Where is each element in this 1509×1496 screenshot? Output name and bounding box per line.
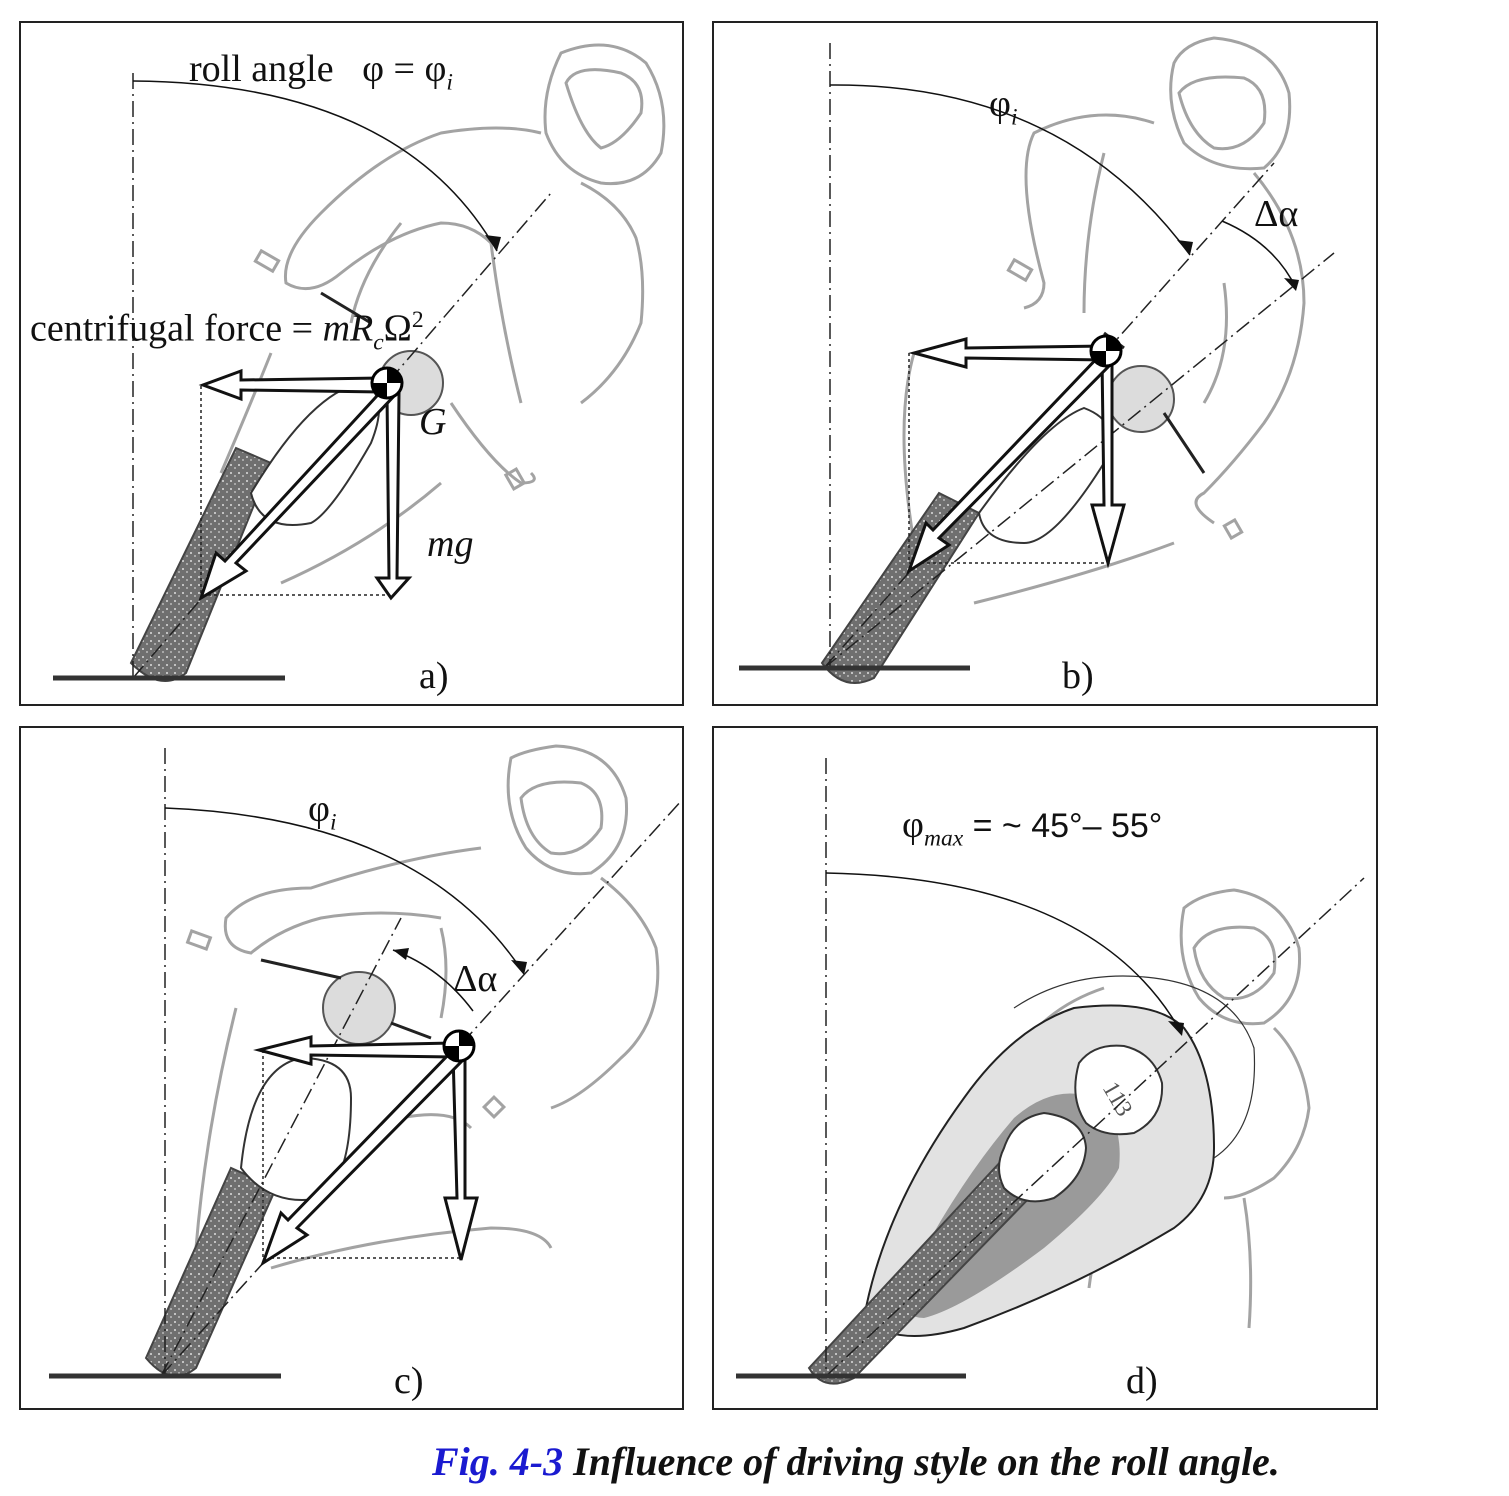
phi-symbol: φ (989, 83, 1011, 125)
g-label: G (419, 401, 447, 443)
phi-max-label: φmax = ~ 45°– 55° (902, 806, 1162, 851)
phi-subscript: i (1010, 104, 1018, 131)
panel-c-tag: c) (394, 1360, 424, 1402)
panel-b-tag: b) (1062, 655, 1094, 697)
centrifugal-force-label: centrifugal force = mRcΩ2 (30, 307, 424, 356)
panel-c-drawing (49, 744, 682, 1379)
centrifugal-superscript: 2 (411, 307, 424, 333)
centrifugal-mass-radius: mR (322, 307, 374, 350)
phi-symbol: φ (308, 788, 330, 830)
panel-b: φi Δα b) (712, 21, 1378, 706)
roll-angle-symbol-i: φ (424, 48, 447, 90)
panel-c: φi Δα c) (19, 726, 684, 1410)
rider-outline (219, 43, 666, 585)
delta-alpha-label: Δα (1254, 193, 1299, 235)
phi-symbol: φ (902, 804, 924, 846)
phi-i-label: φi (989, 85, 1017, 130)
rider-outline (185, 744, 660, 1270)
phi-subscript: max (923, 825, 964, 852)
delta-alpha-label: Δα (453, 958, 498, 1000)
centrifugal-text: centrifugal force = (30, 307, 323, 350)
force-parallelogram (200, 386, 392, 596)
bike-body: 113 (807, 1044, 1164, 1385)
rider-outline (902, 36, 1306, 605)
phi-i-arc (829, 84, 1191, 256)
roll-angle-arc (132, 80, 498, 252)
panel-a: roll angle φ = φi centrifugal force = mR… (19, 21, 684, 706)
mg-label: mg (427, 523, 474, 565)
figure-reference: Fig. 4-3 (432, 1439, 564, 1484)
rider-outline (1012, 888, 1311, 1329)
panel-d-drawing: 113 (736, 758, 1365, 1385)
panel-b-drawing (739, 36, 1335, 684)
force-arrows (198, 368, 413, 602)
centrifugal-omega: Ω (383, 307, 412, 350)
delta-alpha-arc (1221, 220, 1297, 289)
roll-angle-label: roll angle φ = φi (189, 50, 453, 95)
roll-angle-subscript: i (446, 69, 453, 96)
center-of-gravity-icon (370, 366, 404, 400)
panel-d-tag: d) (1126, 1360, 1158, 1402)
panel-a-drawing (53, 43, 666, 682)
centrifugal-subscript: c (373, 329, 384, 356)
phi-i-arc (164, 807, 524, 973)
phi-i-label: φi (308, 790, 336, 835)
center-of-gravity-icon (442, 1029, 476, 1063)
force-arrows (906, 337, 1126, 575)
phi-max-arc (825, 872, 1182, 1033)
force-arrows (253, 1035, 479, 1267)
center-of-gravity-icon (1089, 334, 1123, 368)
bike-axis (823, 252, 1335, 669)
figure-caption: Fig. 4-3 Influence of driving style on t… (432, 1438, 1280, 1485)
phi-max-range: = ~ 45°– 55° (963, 807, 1163, 845)
bike-body (144, 958, 432, 1377)
rider-axis (160, 917, 402, 1377)
roll-angle-symbol: φ (362, 48, 384, 90)
phi-subscript: i (329, 809, 337, 836)
roll-angle-text: roll angle (189, 48, 334, 90)
caption-text: Influence of driving style on the roll a… (563, 1439, 1280, 1484)
bike-body (820, 331, 1206, 684)
roll-angle-equals: = (384, 48, 425, 90)
panel-d: 113 φmax = ~ 45°– 55° d) (712, 726, 1378, 1410)
panel-a-tag: a) (419, 655, 449, 697)
bike-axis (825, 877, 1365, 1377)
bike-axis (160, 799, 682, 1377)
force-parallelogram (908, 353, 1110, 564)
